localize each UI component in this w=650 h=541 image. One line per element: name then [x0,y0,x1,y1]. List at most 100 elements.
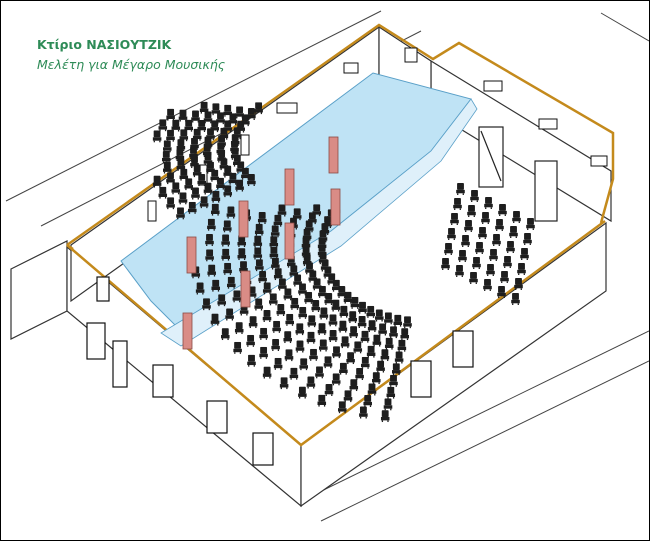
theater-chair-icon [226,206,236,219]
structural-columns [182,136,341,350]
theater-chair-icon [517,263,526,275]
study-subtitle: Μελέτη για Μέγαρο Μουσικής [37,57,226,72]
theater-chair-icon [512,211,521,223]
theater-chair-icon [223,220,232,233]
theater-chair-icon [223,104,232,117]
theater-chair-icon [210,313,220,326]
theater-chair-icon [467,205,476,217]
theater-chair-icon [506,241,515,253]
theater-chair-icon [195,282,205,295]
theater-chair-icon [358,301,367,314]
theater-chair-icon [392,363,401,376]
theater-chair-icon [514,278,523,290]
window-icon [538,118,558,130]
theater-chair-icon [355,368,364,380]
theater-chair-icon [360,330,370,343]
theater-chair-icon [272,320,281,333]
theater-chair-icon [158,186,168,199]
theater-chair-icon [339,362,348,375]
theater-chair-icon [199,101,209,114]
structural-column-icon [328,136,339,174]
theater-chair-icon [489,249,498,261]
theater-chair-icon [319,307,329,320]
theater-chair-icon [483,279,492,291]
theater-chair-icon [253,235,263,248]
theater-chair-icon [380,349,390,362]
theater-chair-icon [205,249,214,262]
theater-chair-icon [262,366,272,379]
theater-chair-icon [441,258,450,270]
theater-chair-icon [386,386,396,399]
theater-chair-icon [211,103,221,116]
structural-column-icon [186,236,197,274]
theater-chair-icon [492,234,501,246]
building-name: Κτίριο ΝΑΣΙΟΥΤΖΙΚ [37,37,172,52]
theater-chair-icon [306,376,316,389]
theater-chair-icon [469,272,478,284]
exterior-windows [86,276,474,466]
theater-chair-icon [255,259,264,272]
theater-chair-icon [175,149,185,161]
theater-chair-icon [163,140,172,153]
theater-chair-icon [349,379,359,392]
theater-chair-icon [393,314,403,327]
window-icon [404,47,418,63]
theater-chair-icon [269,246,279,259]
window-icon [483,80,503,92]
theater-chair-icon [470,190,479,202]
theater-chair-icon [447,228,456,240]
theater-chair-icon [461,235,470,247]
theater-chair-icon [309,348,318,361]
theater-chair-icon [192,128,202,141]
theater-chair-icon [232,290,242,303]
theater-chair-icon [503,256,512,268]
theater-chair-icon [270,225,280,238]
theater-chair-icon [353,341,363,354]
theater-chair-icon [271,339,280,351]
theater-chair-icon [509,226,518,238]
theater-chair-icon [152,175,162,188]
theater-chair-icon [475,242,484,254]
theater-chair-icon [338,320,348,333]
theater-chair-icon [171,119,181,132]
theater-chair-icon [271,257,280,270]
theater-chair-icon [203,111,213,124]
structural-column-icon [182,312,193,350]
theater-chair-icon [520,248,529,260]
theater-chair-icon [302,254,312,267]
theater-chair-icon [207,264,216,277]
window-icon [147,200,157,222]
theater-chair-icon [247,354,256,367]
theater-chair-icon [299,358,308,371]
theater-chair-icon [221,248,230,261]
theater-chair-icon [298,283,307,296]
theater-chair-icon [285,313,294,326]
theater-chair-icon [259,327,268,340]
theater-chair-icon [455,265,464,277]
theater-chair-icon [166,172,175,185]
theater-chair-icon [346,352,355,365]
theater-chair-icon [197,174,206,186]
theater-chair-icon [273,268,283,281]
theater-chair-icon [188,201,197,214]
theater-chair-icon [246,334,255,347]
theater-chair-icon [495,219,504,231]
theater-chair-icon [317,323,327,336]
theater-chair-icon [248,316,258,329]
theater-chair-icon [273,357,283,370]
theater-chair-icon [340,336,350,349]
structural-column-icon [240,270,251,308]
theater-chair-icon [367,320,377,333]
theater-chair-icon [158,119,168,132]
theater-chair-icon [290,297,299,310]
theater-chair-icon [221,234,230,247]
theater-chair-icon [166,129,175,142]
theater-chair-icon [497,286,506,298]
window-icon [240,134,250,156]
theater-chair-icon [403,316,412,329]
theater-chair-icon [199,196,209,209]
theater-chair-icon [464,220,473,232]
theater-chair-icon [223,262,232,275]
theater-chair-icon [225,308,234,321]
